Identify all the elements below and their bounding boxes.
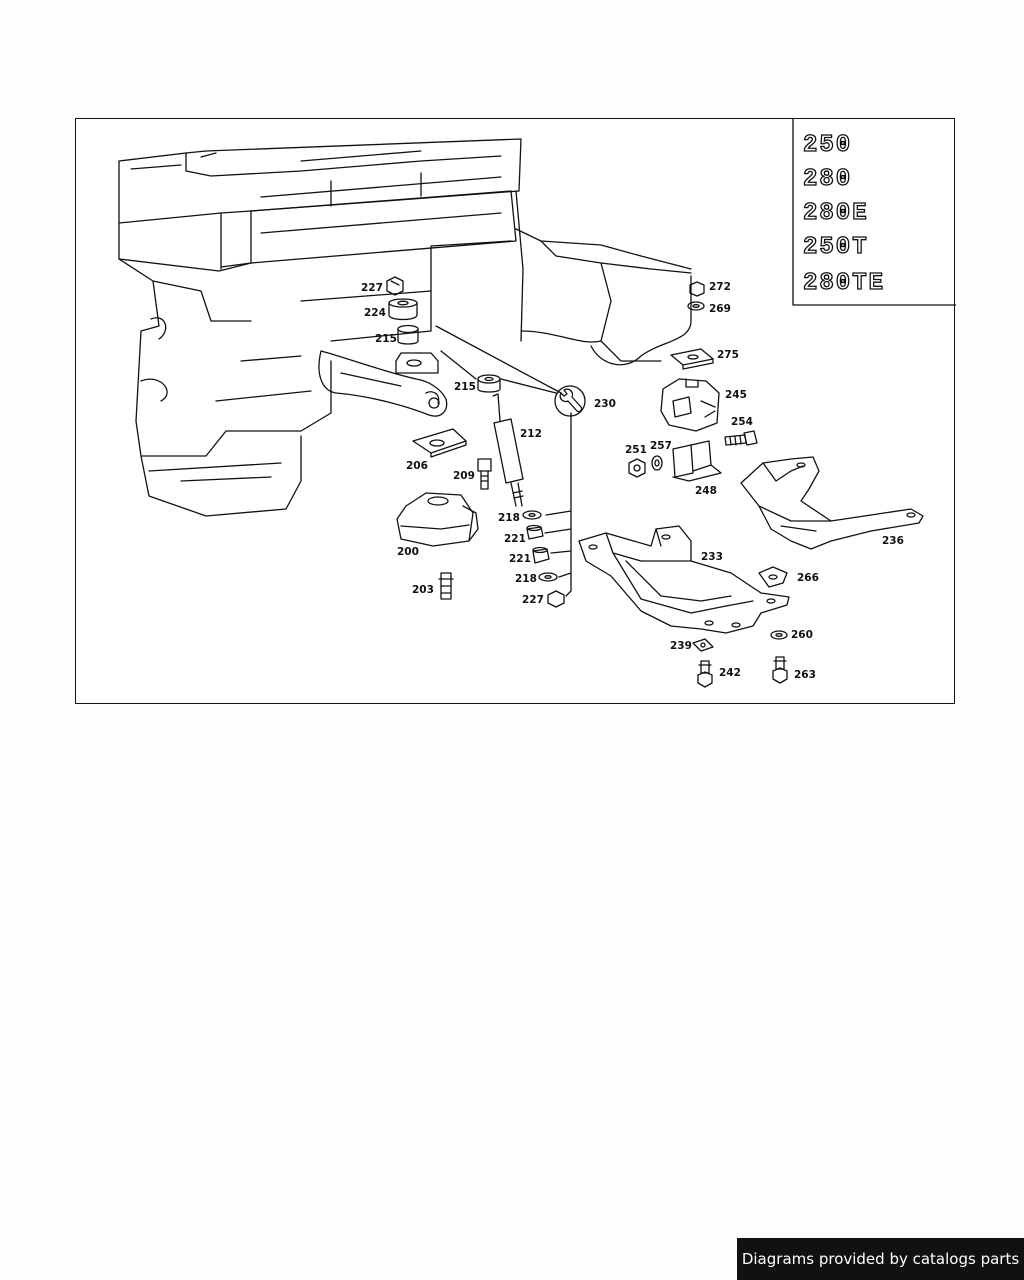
damper-212-drawing <box>492 393 524 507</box>
plate-206-drawing <box>412 428 467 458</box>
part-label: 221 <box>504 533 526 545</box>
part-labels: 200 203 206 209 212 215 215 218 218 221 … <box>361 281 904 681</box>
part-label: 206 <box>406 460 428 472</box>
transmission-support-233-drawing <box>578 525 790 634</box>
part-label: 236 <box>882 535 904 547</box>
bushing-224-drawing <box>388 298 418 321</box>
part-label: 230 <box>594 398 616 410</box>
part-label: 251 <box>625 444 647 456</box>
part-label: 218 <box>498 512 520 524</box>
part-label: 200 <box>397 546 419 558</box>
part-label: 254 <box>731 416 753 428</box>
part-label: 233 <box>701 551 723 563</box>
part-label: 218 <box>515 573 537 585</box>
attribution-banner: Diagrams provided by catalogs parts <box>737 1238 1024 1280</box>
part-label: 239 <box>670 640 692 652</box>
part-label: 209 <box>453 470 475 482</box>
nut-272-drawing <box>689 281 705 297</box>
part-label: 242 <box>719 667 741 679</box>
part-label: 245 <box>725 389 747 401</box>
washer-260-drawing <box>770 630 788 640</box>
part-label: 227 <box>361 282 383 294</box>
attribution-text: Diagrams provided by catalogs parts <box>741 1250 1020 1268</box>
nut-251-drawing <box>628 458 646 478</box>
bracket-248-drawing <box>672 440 722 482</box>
model-badges: 250 280 280E 250T 280TE <box>802 131 885 297</box>
nut-227-lower-drawing <box>547 590 565 608</box>
part-label: 215 <box>454 381 476 393</box>
washer-269-drawing <box>687 301 705 311</box>
crossmember-236-drawing <box>740 456 924 550</box>
part-label: 260 <box>791 629 813 641</box>
clip-239-drawing <box>692 638 714 652</box>
washer-218-lower-drawing <box>538 572 558 582</box>
model-badge: 280 <box>803 166 852 193</box>
bolt-254-drawing <box>724 430 758 446</box>
model-badge: 280E <box>803 200 869 227</box>
engine-block-drawing <box>118 138 692 517</box>
mount-245-drawing <box>660 378 720 432</box>
diagram-frame: 200 203 206 209 212 215 215 218 218 221 … <box>75 118 956 704</box>
mount-200-drawing <box>396 492 479 547</box>
cushion-215-right-drawing <box>477 374 501 393</box>
parts-diagram: 200 203 206 209 212 215 215 218 218 221 … <box>118 119 956 688</box>
washer-257-drawing <box>651 455 663 471</box>
part-label: 248 <box>695 485 717 497</box>
model-badge: 250 <box>803 132 852 159</box>
part-label: 227 <box>522 594 544 606</box>
part-label: 203 <box>412 584 434 596</box>
wrench-symbol-230 <box>554 385 586 417</box>
part-label: 269 <box>709 303 731 315</box>
part-label: 212 <box>520 428 542 440</box>
washer-218-upper-drawing <box>522 510 542 520</box>
bolt-209-drawing <box>477 458 492 490</box>
part-label: 215 <box>375 333 397 345</box>
part-label: 266 <box>797 572 819 584</box>
model-badge: 250T <box>803 234 869 261</box>
part-label: 272 <box>709 281 731 293</box>
model-badge: 280TE <box>803 270 885 297</box>
bolt-242-drawing <box>697 660 713 688</box>
leader-lines <box>435 325 572 597</box>
part-label: 275 <box>717 349 739 361</box>
part-label: 263 <box>794 669 816 681</box>
plate-275-drawing <box>670 348 714 370</box>
part-label: 224 <box>364 307 386 319</box>
bolt-203-drawing <box>438 572 454 600</box>
bushing-221-upper-drawing <box>526 524 544 540</box>
bolt-263-drawing <box>772 656 788 684</box>
part-label: 257 <box>650 440 672 452</box>
engine-mount-arm-drawing <box>318 350 448 417</box>
nut-227-top-drawing <box>386 276 404 296</box>
model-badge-box <box>792 119 956 306</box>
clip-266-drawing <box>758 566 788 588</box>
bushing-221-lower-drawing <box>532 546 550 564</box>
part-label: 221 <box>509 553 531 565</box>
cushion-215-upper-drawing <box>395 324 439 374</box>
